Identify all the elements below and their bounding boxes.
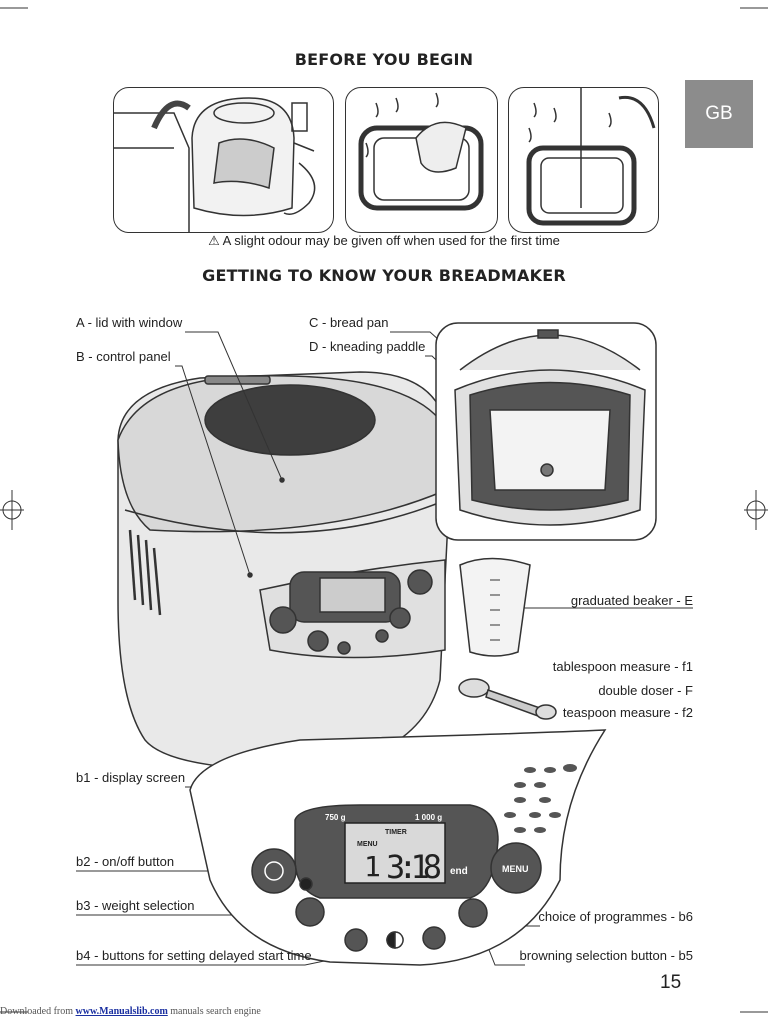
footer: Downloaded from www.Manualslib.com manua… <box>0 1006 261 1017</box>
control-panel-enlarged <box>189 729 607 966</box>
program-number: 1 <box>364 850 381 883</box>
cleaning-pan-illustration <box>345 87 498 233</box>
timer-label: TIMER <box>385 829 407 836</box>
footer-prefix: Downloaded from <box>0 1006 76 1017</box>
label-choice-of-programmes: choice of programmes - b6 <box>538 909 693 924</box>
label-kneading-paddle: D - kneading paddle <box>309 339 426 354</box>
label-bread-pan: C - bread pan <box>309 315 389 330</box>
before-you-begin-heading: BEFORE YOU BEGIN <box>294 50 474 69</box>
minus-button[interactable] <box>422 926 446 950</box>
cleaning-interior-illustration <box>508 87 659 233</box>
language-tab-gb: GB <box>685 80 753 148</box>
accessories <box>458 557 557 720</box>
label-lid-with-window: A - lid with window <box>76 315 183 330</box>
page-number: 15 <box>660 972 682 993</box>
footer-suffix: manuals search engine <box>167 1006 261 1017</box>
browning-button[interactable] <box>458 898 488 928</box>
on-off-button[interactable] <box>251 848 297 894</box>
menu-button[interactable] <box>490 842 542 894</box>
first-use-warning: ⚠ A slight odour may be given off when u… <box>208 233 560 248</box>
label-display-screen: b1 - display screen <box>76 770 186 785</box>
getting-to-know-heading: GETTING TO KNOW YOUR BREADMAKER <box>202 266 566 285</box>
label-delayed-start: b4 - buttons for setting delayed start t… <box>76 948 312 963</box>
time-readout: 3:18 <box>386 848 442 886</box>
weight-selection-button[interactable] <box>295 897 325 927</box>
weight-1000: 1 000 g <box>415 813 442 822</box>
end-indicator: end <box>450 866 468 877</box>
label-on-off-button: b2 - on/off button <box>76 854 175 869</box>
menu-label: MENU <box>357 841 378 848</box>
label-browning-selection: browning selection button - b5 <box>519 948 693 963</box>
label-double-doser: double doser - F <box>598 683 693 698</box>
menu-button-label: MENU <box>502 864 529 874</box>
label-weight-selection: b3 - weight selection <box>76 898 195 913</box>
weight-750: 750 g <box>325 813 346 822</box>
unpacking-illustration <box>113 87 334 233</box>
label-graduated-beaker: graduated beaker - E <box>570 593 693 608</box>
manualslib-link[interactable]: www.Manualslib.com <box>75 1006 168 1017</box>
label-tablespoon-measure: tablespoon measure - f1 <box>552 659 693 674</box>
label-teaspoon-measure: teaspoon measure - f2 <box>562 705 693 720</box>
lcd-screen: TIMER MENU 1 3:18 <box>357 829 442 886</box>
open-breadmaker-inset <box>435 322 657 541</box>
label-control-panel: B - control panel <box>76 349 171 364</box>
plus-button[interactable] <box>344 928 368 952</box>
